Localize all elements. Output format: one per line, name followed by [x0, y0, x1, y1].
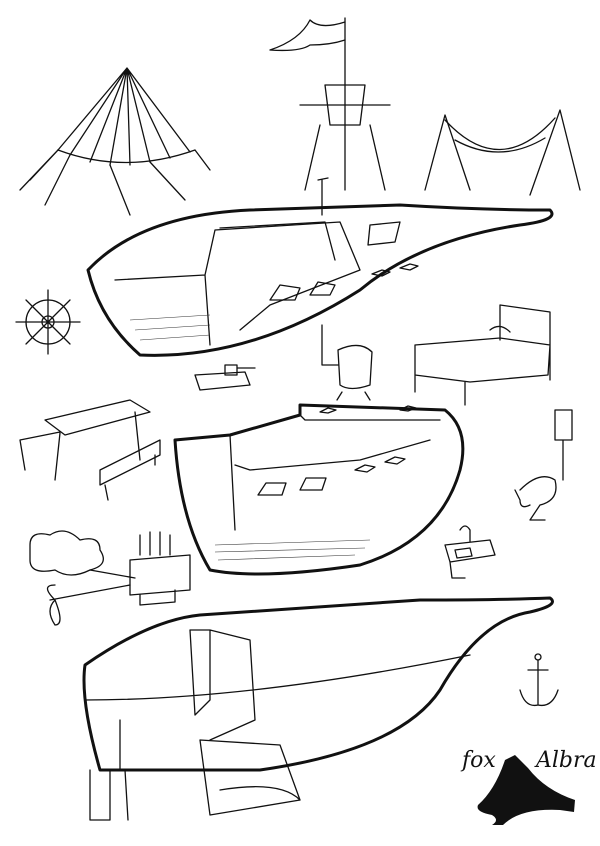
heater-drawing: [321, 324, 373, 401]
mast-drawing: [269, 17, 391, 191]
toilet-drawing: [514, 409, 573, 521]
sink-drawing: [444, 525, 496, 579]
ship-wheel-drawing: [15, 289, 81, 355]
hammock-drawing: [424, 109, 581, 196]
bed-drawing: [414, 304, 551, 406]
logo-text-fox: fox: [462, 748, 496, 773]
cabin-boat-middle: [173, 403, 465, 576]
tent-drawing: [19, 67, 211, 216]
anchor-drawing: [519, 653, 559, 707]
stove-drawing: [194, 364, 256, 391]
sailboat-hull-bottom: [82, 596, 554, 821]
picnic-table-drawing: [19, 399, 161, 501]
logo-text-albra: Albra: [536, 748, 597, 773]
motor-boat-top: [86, 177, 554, 357]
engine-drawing: [29, 530, 191, 626]
fox-albra-logo-mark: [477, 755, 575, 825]
